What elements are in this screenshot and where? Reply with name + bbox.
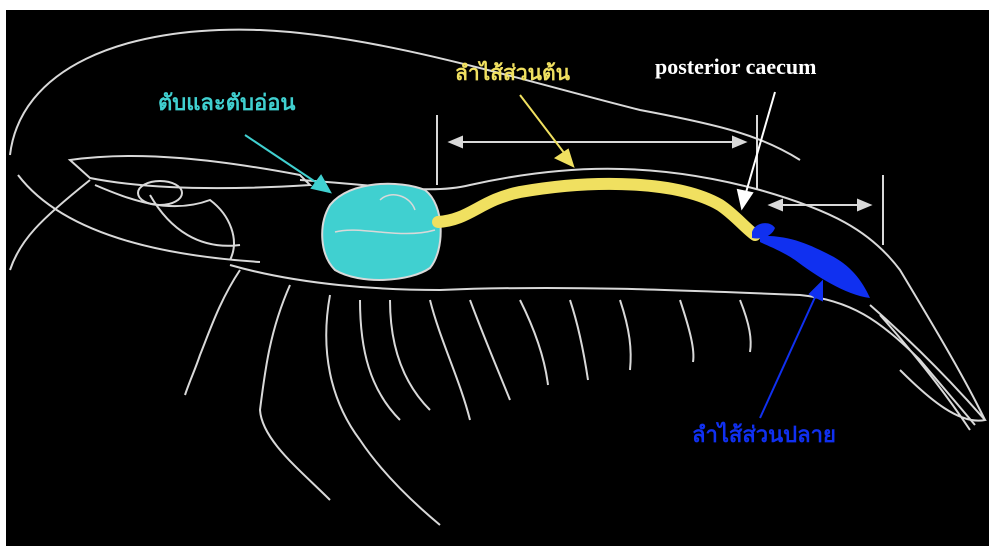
anterior-midgut-label: ลำไส้ส่วนต้น	[455, 62, 570, 83]
posterior-midgut-span	[770, 175, 883, 245]
head-appendages	[95, 185, 240, 260]
anterior-midgut-pointer	[520, 95, 573, 166]
pleopods	[430, 300, 751, 420]
posterior-caecum-label: posterior caecum	[655, 56, 817, 78]
antenna	[10, 180, 90, 270]
eye	[138, 181, 182, 205]
carapace-outline	[10, 30, 800, 160]
hepatopancreas-label: ตับและตับอ่อน	[158, 92, 295, 114]
posterior-midgut-label: ลำไส้ส่วนปลาย	[692, 424, 836, 446]
anterior-midgut	[438, 184, 755, 235]
posterior-midgut-pointer	[760, 282, 822, 418]
rostrum	[70, 156, 310, 188]
walking-legs	[185, 270, 440, 525]
hepatopancreas-pointer	[245, 135, 330, 192]
